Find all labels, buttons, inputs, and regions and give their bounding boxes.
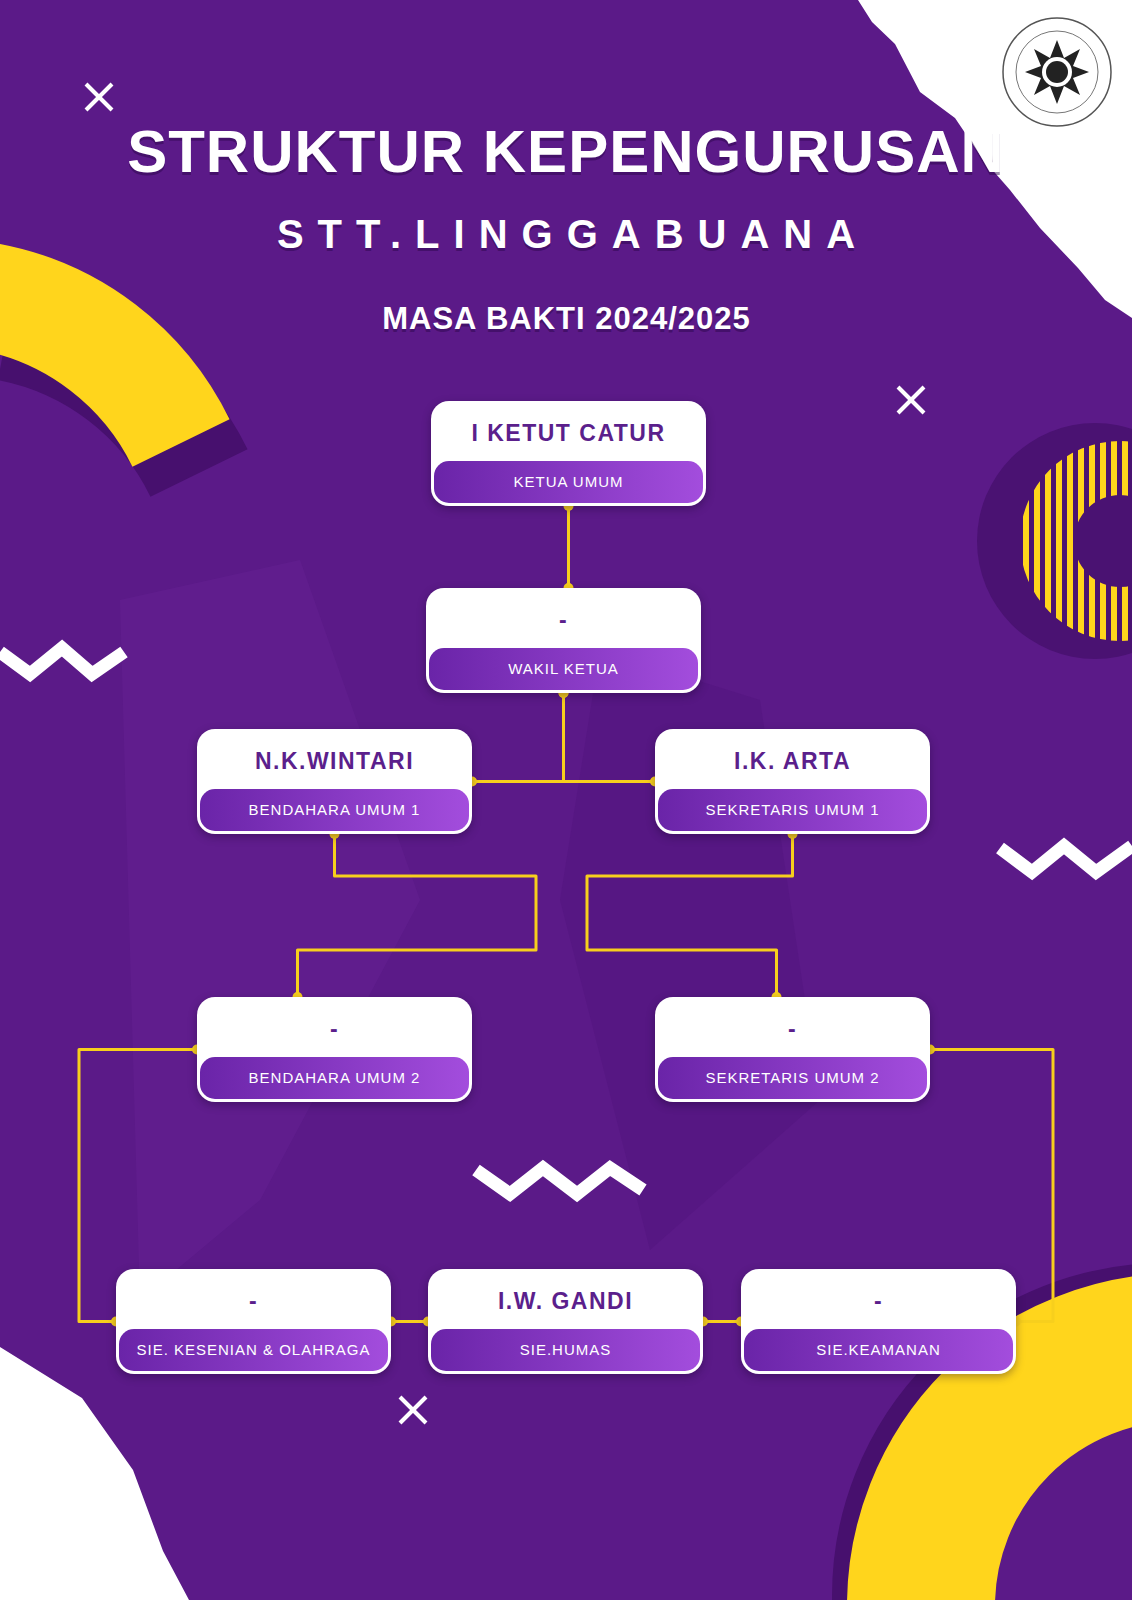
logo: [1003, 18, 1111, 126]
connector: [386, 1317, 433, 1327]
cross: [898, 387, 924, 413]
connector-line: [298, 834, 537, 997]
member-box: -SIE.KEAMANAN: [741, 1269, 1016, 1374]
connector: [587, 829, 798, 1002]
cross: [86, 84, 112, 110]
member-box: -WAKIL KETUA: [426, 588, 701, 693]
role-label: SIE.KEAMANAN: [744, 1329, 1013, 1371]
connector-line: [472, 693, 564, 782]
logo-ring: [1016, 31, 1098, 113]
member-name: N.K.WINTARI: [200, 729, 469, 789]
role-label: BENDAHARA UMUM 2: [200, 1057, 469, 1099]
member-name: -: [429, 588, 698, 648]
connector: [564, 501, 574, 593]
logo-ring: [1003, 18, 1111, 126]
connector: [293, 829, 537, 1002]
member-box: -BENDAHARA UMUM 2: [197, 997, 472, 1102]
period-subtitle: MASA BAKTI 2024/2025: [0, 303, 1132, 334]
member-name: I KETUT CATUR: [434, 401, 703, 461]
connector: [467, 688, 569, 787]
connector: [698, 1317, 746, 1327]
role-label: SIE. KESENIAN & OLAHRAGA: [119, 1329, 388, 1371]
role-label: SIE.HUMAS: [431, 1329, 700, 1371]
yellow-arc: [921, 1347, 1132, 1600]
member-box: I KETUT CATURKETUA UMUM: [431, 401, 706, 506]
striped-ring: [1020, 441, 1132, 641]
connector: [559, 688, 661, 787]
member-name: I.W. GANDI: [431, 1269, 700, 1329]
cross: [86, 84, 112, 110]
connector-line: [567, 506, 570, 588]
member-box: N.K.WINTARIBENDAHARA UMUM 1: [197, 729, 472, 834]
texture-patch: [120, 560, 420, 1300]
cross: [400, 1397, 426, 1423]
member-name: -: [200, 997, 469, 1057]
connector-line: [564, 693, 656, 782]
role-label: SEKRETARIS UMUM 2: [658, 1057, 927, 1099]
role-label: KETUA UMUM: [434, 461, 703, 503]
member-name: -: [119, 1269, 388, 1329]
member-box: -SIE. KESENIAN & OLAHRAGA: [116, 1269, 391, 1374]
member-box: I.W. GANDISIE.HUMAS: [428, 1269, 703, 1374]
zigzag: [476, 1168, 643, 1194]
logo-center: [1046, 61, 1068, 83]
logo-center: [1042, 57, 1072, 87]
connector-line: [587, 834, 793, 997]
zigzag: [0, 648, 124, 674]
role-label: SEKRETARIS UMUM 1: [658, 789, 927, 831]
role-label: BENDAHARA UMUM 1: [200, 789, 469, 831]
role-label: WAKIL KETUA: [429, 648, 698, 690]
connector-line: [391, 1320, 428, 1323]
member-name: I.K. ARTA: [658, 729, 927, 789]
member-name: -: [658, 997, 927, 1057]
yellow-arc: [0, 297, 181, 443]
member-box: I.K. ARTASEKRETARIS UMUM 1: [655, 729, 930, 834]
logo-star: [1025, 40, 1089, 104]
organisation-name: STT.LINGGABUANA: [0, 214, 1132, 254]
connector-line: [703, 1320, 741, 1323]
member-name: -: [744, 1269, 1013, 1329]
poster-title: STRUKTUR KEPENGURUSAN: [0, 122, 1132, 182]
zigzag: [1000, 846, 1132, 872]
member-box: -SEKRETARIS UMUM 2: [655, 997, 930, 1102]
cross: [400, 1397, 426, 1423]
cross: [898, 387, 924, 413]
